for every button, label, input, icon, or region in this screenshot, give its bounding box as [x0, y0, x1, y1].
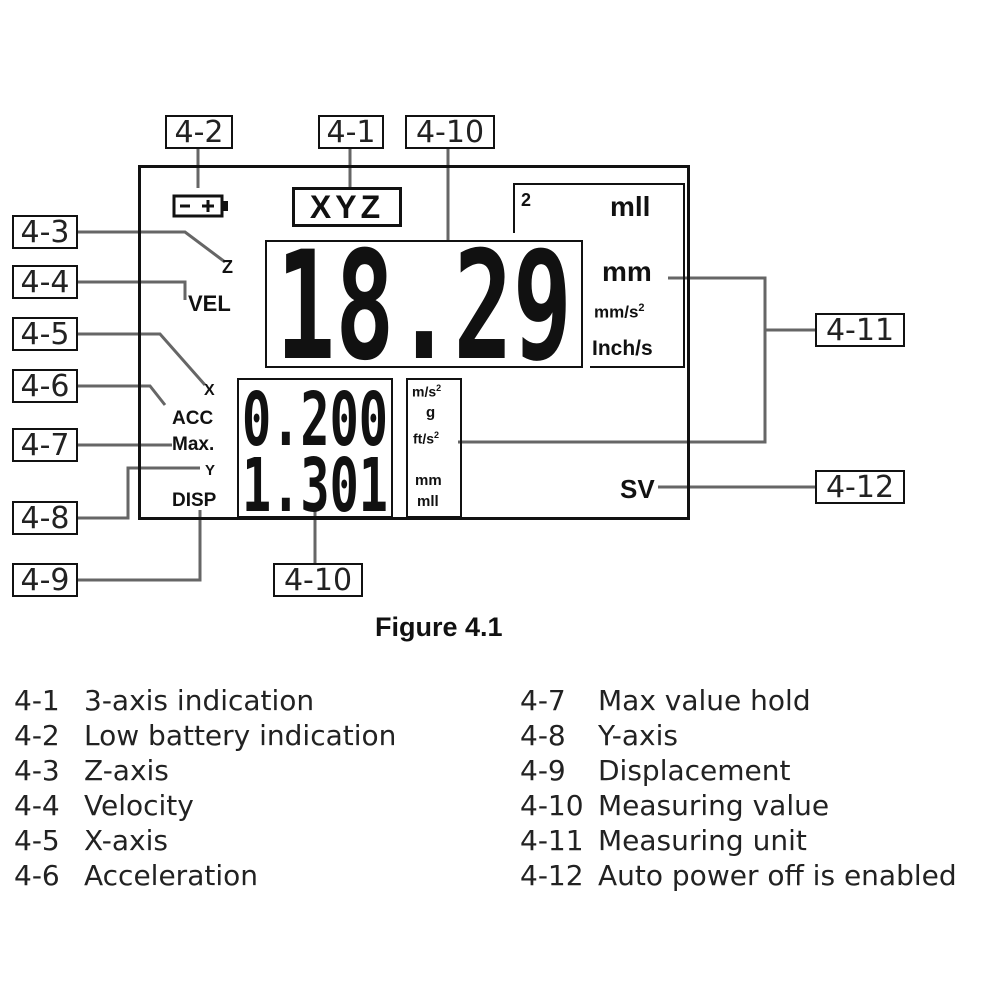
legend-item: 4-1 3-axis indication — [14, 683, 396, 718]
unit-mm-s2-text: mm/s — [594, 302, 639, 322]
callout-4-1: 4-1 — [318, 115, 384, 149]
callout-4-5: 4-5 — [12, 317, 78, 351]
legend-code: 4-3 — [14, 754, 60, 787]
main-value-display: 18.29 — [276, 240, 572, 368]
sub-value-display: 0.200 1.301 — [242, 378, 388, 518]
main-value-panel — [265, 240, 583, 368]
legend-text: 3-axis indication — [84, 684, 315, 717]
sup-2: 2 — [638, 302, 645, 314]
unit-inch-s: Inch/s — [592, 337, 653, 360]
x-axis-label: X — [204, 382, 215, 399]
sup-2: 2 — [434, 430, 440, 440]
legend-item: 4-11 Measuring unit — [520, 823, 957, 858]
callout-4-10-top: 4-10 — [405, 115, 495, 149]
legend-text: Max value hold — [598, 684, 811, 717]
legend-text: Measuring value — [598, 789, 830, 822]
legend-code: 4-4 — [14, 789, 60, 822]
legend-code: 4-9 — [520, 754, 566, 787]
legend-code: 4-2 — [14, 719, 60, 752]
sub-value-panel — [237, 378, 393, 518]
legend-code: 4-11 — [520, 824, 584, 857]
callout-4-12: 4-12 — [815, 470, 905, 504]
legend-item: 4-5 X-axis — [14, 823, 396, 858]
sub-value-2: 1.301 — [242, 443, 388, 518]
unit-mil: mll — [610, 191, 651, 222]
legend-right: 4-7 Max value hold 4-8 Y-axis 4-9 Displacem… — [520, 683, 957, 893]
legend-text: Auto power off is enabled — [598, 859, 957, 892]
sub-unit-panel — [406, 378, 462, 518]
sub-unit-g: g — [426, 404, 436, 421]
unit-mm-s2: mm/s2 — [594, 302, 645, 323]
sup-2: 2 — [521, 190, 532, 210]
legend-code: 4-10 — [520, 789, 584, 822]
z-axis-label: Z — [222, 257, 233, 277]
legend-item: 4-4 Velocity — [14, 788, 396, 823]
legend-code: 4-12 — [520, 859, 584, 892]
unit-ft-s2: 2 — [521, 190, 531, 225]
sub-unit-mm: mm — [415, 472, 442, 489]
callout-4-11: 4-11 — [815, 313, 905, 347]
legend-item: 4-3 Z-axis — [14, 753, 396, 788]
legend-text: Y-axis — [598, 719, 678, 752]
unit-mm: mm — [602, 256, 652, 287]
sub-value-1: 0.200 — [242, 378, 388, 463]
legend-item: 4-10 Measuring value — [520, 788, 957, 823]
axis-indicator-box: XYZ — [292, 187, 402, 227]
legend-text: Z-axis — [84, 754, 169, 787]
legend-item: 4-2 Low battery indication — [14, 718, 396, 753]
legend-code: 4-8 — [520, 719, 566, 752]
max-hold-label: Max. — [172, 434, 215, 455]
legend-item: 4-8 Y-axis — [520, 718, 957, 753]
acceleration-label: ACC — [172, 408, 214, 429]
callout-4-2: 4-2 — [165, 115, 233, 149]
legend-code: 4-1 — [14, 684, 60, 717]
callout-4-3: 4-3 — [12, 215, 78, 249]
sub-unit-ft-s2-text: ft/s — [413, 430, 434, 447]
legend-item: 4-9 Displacement — [520, 753, 957, 788]
legend-code: 4-7 — [520, 684, 566, 717]
displacement-label: DISP — [172, 490, 217, 511]
callout-4-6: 4-6 — [12, 369, 78, 403]
legend-text: Low battery indication — [84, 719, 397, 752]
legend-left: 4-1 3-axis indication 4-2 Low battery indi… — [14, 683, 396, 893]
legend-text: X-axis — [84, 824, 168, 857]
main-value: 18.29 — [276, 240, 572, 368]
legend-item: 4-7 Max value hold — [520, 683, 957, 718]
velocity-label: VEL — [188, 291, 231, 316]
callout-4-9: 4-9 — [12, 563, 78, 597]
lcd-frame — [138, 165, 690, 520]
callout-4-4: 4-4 — [12, 265, 78, 299]
callout-4-7: 4-7 — [12, 428, 78, 462]
sub-unit-ft-s2: ft/s2 — [413, 430, 439, 447]
legend-item: 4-12 Auto power off is enabled — [520, 858, 957, 893]
legend-text: Displacement — [598, 754, 791, 787]
y-axis-label: Y — [205, 462, 216, 479]
legend-item: 4-6 Acceleration — [14, 858, 396, 893]
legend-text: Measuring unit — [598, 824, 807, 857]
auto-power-off-label: SV — [620, 474, 655, 504]
battery-icon — [172, 194, 228, 218]
figure-caption: Figure 4.1 — [375, 612, 503, 642]
callout-4-10-bottom: 4-10 — [273, 563, 363, 597]
sub-unit-m-s2-text: m/s — [412, 383, 437, 400]
callout-4-8: 4-8 — [12, 501, 78, 535]
axis-indicator: XYZ — [309, 189, 385, 225]
legend-code: 4-6 — [14, 859, 60, 892]
legend-code: 4-5 — [14, 824, 60, 857]
sub-unit-m-s2: m/s2 — [412, 383, 441, 400]
legend-text: Velocity — [84, 789, 194, 822]
sup-2: 2 — [436, 383, 442, 393]
legend-text: Acceleration — [84, 859, 258, 892]
main-unit-panel-right — [590, 183, 685, 368]
sub-unit-mil: mll — [417, 493, 439, 510]
